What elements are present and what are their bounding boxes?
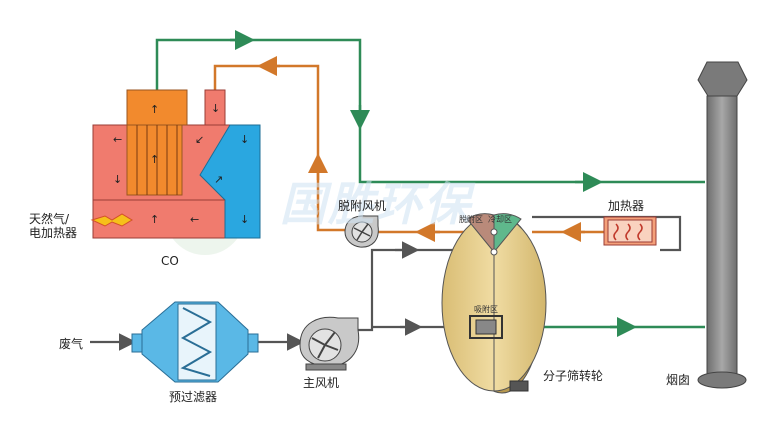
svg-text:↑: ↑ xyxy=(150,153,159,166)
desorb-zone-label: 脱附区 xyxy=(459,215,483,224)
rotor-wheel xyxy=(441,213,547,394)
watermark-text: 国胜环保 xyxy=(280,177,472,231)
adsorb-zone-label: 吸附区 xyxy=(474,305,498,314)
svg-text:←: ← xyxy=(190,213,199,226)
svg-text:←: ← xyxy=(113,133,122,146)
prefilter-label: 预过滤器 xyxy=(169,390,218,404)
heater-label: 加热器 xyxy=(608,199,645,213)
fuel-label: 天然气/ 电加热器 xyxy=(29,212,78,240)
rotor-drive-motor xyxy=(509,380,529,392)
chimney-label: 烟囱 xyxy=(666,373,691,387)
burner-flame-icon xyxy=(90,213,133,227)
desorb-fan-icon xyxy=(344,215,379,248)
co-label: CO xyxy=(161,254,179,268)
svg-text:↓: ↓ xyxy=(240,133,249,146)
svg-text:↗: ↗ xyxy=(214,173,223,186)
prefilter-unit xyxy=(131,301,259,383)
svg-text:↓: ↓ xyxy=(240,213,249,226)
heater-unit xyxy=(603,216,657,246)
svg-text:↓: ↓ xyxy=(211,102,220,115)
desorb-line-fan-co xyxy=(213,64,345,232)
cool-zone-label: 冷却区 xyxy=(488,215,512,224)
svg-text:↙: ↙ xyxy=(195,133,204,146)
cool-zone-sector xyxy=(493,213,522,254)
main-fan-icon xyxy=(299,316,360,371)
chimney-unit xyxy=(697,61,748,389)
waste-gas-label: 废气 xyxy=(59,337,84,351)
svg-text:↑: ↑ xyxy=(150,213,159,226)
desorb-fan-label: 脱附风机 xyxy=(338,199,387,213)
cooling-line-fan xyxy=(355,248,475,332)
svg-text:↓: ↓ xyxy=(113,173,122,186)
co-unit: ← ↓ ↑ ↑ ↑ ↓ ↙ ↓ ↓ ← ↗ xyxy=(90,89,261,239)
main-fan-label: 主风机 xyxy=(303,376,340,390)
rotor-label: 分子筛转轮 xyxy=(543,369,604,383)
svg-text:↑: ↑ xyxy=(150,103,159,116)
clean-gas-line-co xyxy=(155,38,705,184)
